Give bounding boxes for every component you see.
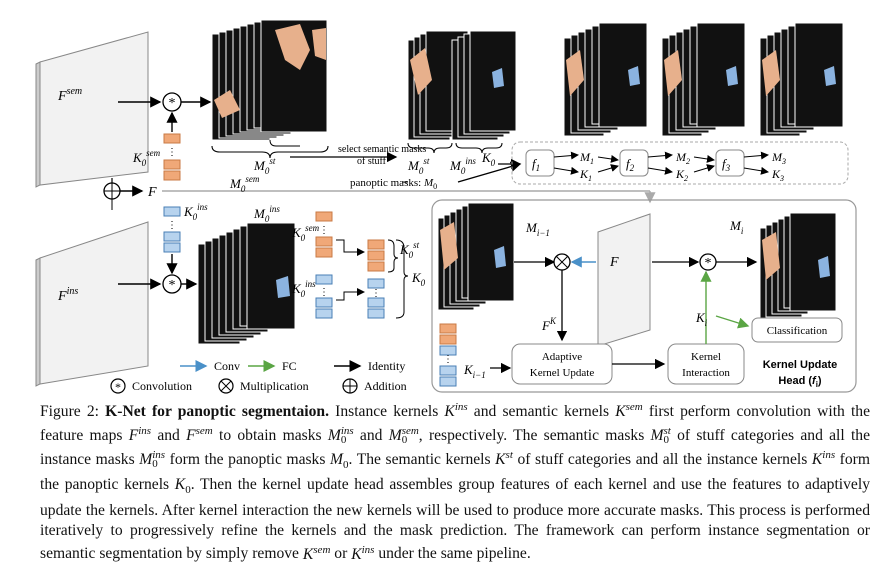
svg-text:f1: f1 <box>532 156 540 173</box>
knet-panoptic-diagram: Fsem Fins * ⋮ K0sem F ⋮ K0ins * <box>35 19 857 394</box>
label-m0st: M0st <box>253 156 276 176</box>
classification-box <box>751 317 843 343</box>
interaction-line-1: Kernel <box>691 351 721 363</box>
kernels-sem: ⋮ <box>163 133 181 181</box>
label-k0ins: K0ins <box>183 202 208 222</box>
interaction-line-2: Interaction <box>682 367 730 379</box>
svg-text:f2: f2 <box>626 156 635 173</box>
head-label-kprev: Ki−1 <box>463 362 486 380</box>
head-f1: f1 <box>525 149 555 177</box>
legend-conv: Conv <box>214 359 240 373</box>
head-label-mprev: Mi−1 <box>525 220 550 238</box>
label-k0: K0 <box>481 150 496 168</box>
mask-stack-sem <box>211 19 328 141</box>
head-f2: f2 <box>619 149 649 177</box>
label-f-main: F <box>147 185 157 200</box>
svg-text:M1: M1 <box>579 150 594 166</box>
head-mask-prev <box>437 202 515 311</box>
svg-text:⋮: ⋮ <box>371 288 381 299</box>
iteration-box <box>511 141 849 185</box>
kernels-ins: ⋮ <box>163 206 181 253</box>
label-k0-merge: K0 <box>411 270 426 288</box>
kernel-update-head-box <box>431 199 857 393</box>
svg-text:K3: K3 <box>771 167 784 183</box>
svg-text:*: * <box>705 256 712 271</box>
svg-text:⋮: ⋮ <box>319 287 329 298</box>
svg-text:⋮: ⋮ <box>319 225 329 236</box>
label-m0ins-low: M0ins <box>253 204 280 224</box>
label-m0ins-right: M0ins <box>449 156 476 176</box>
mask-stacks-iterations <box>563 22 844 137</box>
feature-map-ins <box>35 221 149 387</box>
head-label-ki: Ki <box>695 310 708 328</box>
head-title-1: Kernel Update <box>763 359 838 371</box>
classification-label: Classification <box>767 325 828 337</box>
svg-text:⋮: ⋮ <box>167 147 177 158</box>
svg-text:M3: M3 <box>771 150 786 166</box>
svg-text:M2: M2 <box>675 150 690 166</box>
head-mask-out <box>759 212 837 321</box>
legend-fc: FC <box>282 359 297 373</box>
figure-caption: Figure 2: K-Net for panoptic segmentaion… <box>40 398 870 564</box>
caption-label: Figure 2: <box>40 403 99 421</box>
head-title-2: Head (fi) <box>778 375 822 389</box>
mask-stack-ins <box>197 222 296 345</box>
adaptive-line-2: Kernel Update <box>530 367 595 379</box>
feature-map-sem <box>35 31 149 188</box>
legend-convolution: Convolution <box>132 379 192 393</box>
head-label-fk: FK <box>541 316 557 333</box>
legend-multiplication: Multiplication <box>240 379 309 393</box>
label-k0st: K0st <box>399 240 420 260</box>
caption-body: Instance kernels Kins and semantic kerne… <box>40 401 871 563</box>
kernels-prev: ⋮ <box>439 323 457 387</box>
svg-text:*: * <box>169 96 176 111</box>
legend-identity: Identity <box>368 359 405 373</box>
label-m0st-right: M0st <box>407 156 430 176</box>
kernel-merge: ⋮ ⋮ ⋮ <box>315 211 385 319</box>
svg-text:*: * <box>169 278 176 293</box>
svg-text:K2: K2 <box>675 167 688 183</box>
svg-text:⋮: ⋮ <box>443 354 453 365</box>
adaptive-line-1: Adaptive <box>542 351 582 363</box>
select-text-2: of stuff <box>357 156 387 167</box>
head-label-mi: Mi <box>729 218 744 236</box>
legend-addition: Addition <box>364 379 407 393</box>
mask-stack-panoptic <box>407 30 517 141</box>
svg-text:K1: K1 <box>579 167 592 183</box>
legend: Conv FC Identity * Convolution Multiplic… <box>110 359 407 394</box>
head-label-f: F <box>609 255 619 270</box>
svg-text:⋮: ⋮ <box>167 220 177 231</box>
svg-text:*: * <box>115 380 121 394</box>
head-f3: f3 <box>715 149 745 177</box>
svg-text:f3: f3 <box>722 156 731 173</box>
head-feature-map <box>597 213 651 347</box>
caption-title: K-Net for panoptic segmentaion. <box>105 403 329 421</box>
panoptic-masks-label: panoptic masks: M0 <box>350 177 437 191</box>
select-text-1: select semantic masks <box>338 144 426 155</box>
